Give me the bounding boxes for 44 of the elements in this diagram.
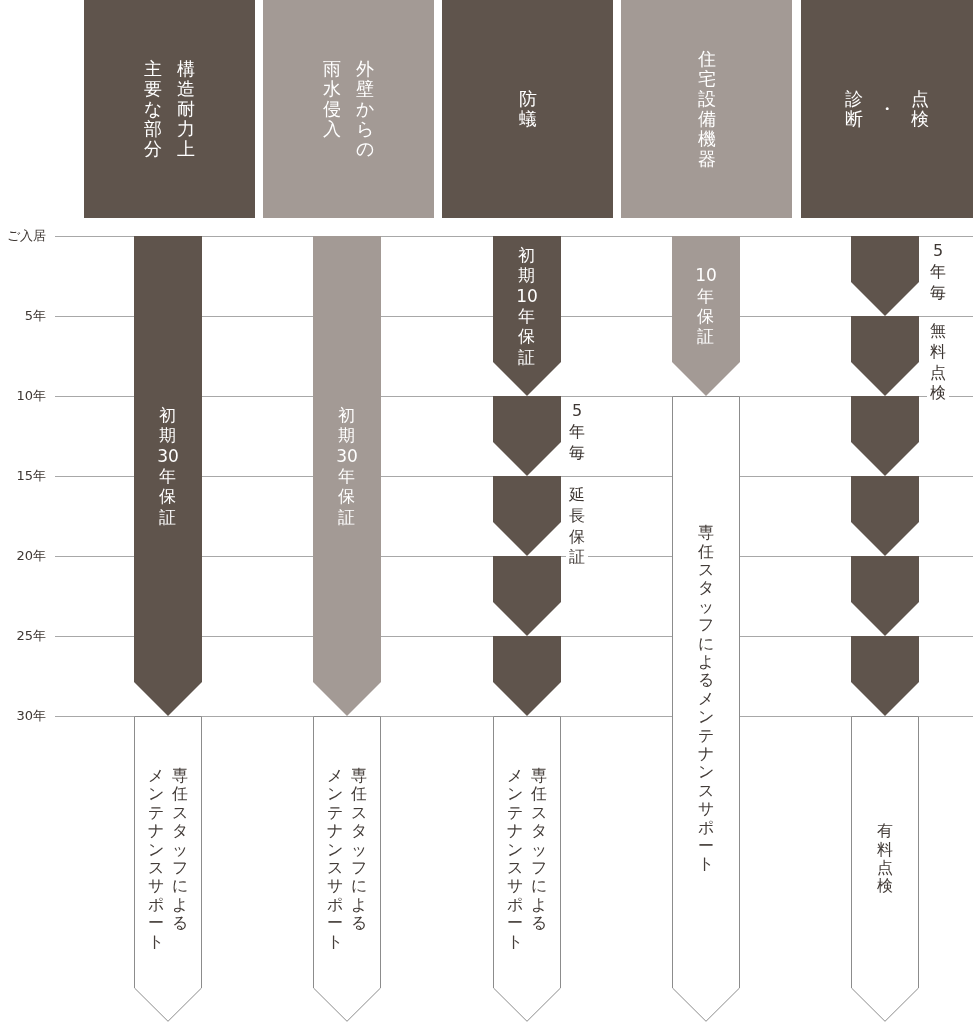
- category-header: [442, 0, 613, 218]
- category-header: [263, 0, 434, 218]
- arrow-band: [493, 236, 561, 396]
- arrow-label: 専任スタッフによるメンテナンスサポート: [148, 767, 188, 951]
- arrow-label: 専任スタッフによるメンテナンスサポート: [507, 767, 547, 951]
- arrow-label: 初期10年保証: [516, 244, 538, 368]
- outlined-arrow-band: [851, 716, 919, 1022]
- header-label: 外壁からの雨水侵入: [323, 58, 374, 160]
- outlined-arrow-band: [313, 716, 381, 1022]
- arrow-band: [313, 236, 381, 716]
- arrow-label: 専任スタッフによるメンテナンスサポート: [698, 524, 714, 874]
- arrow-band: [851, 636, 919, 716]
- header-label: 住宅設備機器: [697, 48, 716, 170]
- arrow-band: [134, 236, 202, 716]
- year-label: 5年: [23, 307, 46, 325]
- outlined-arrow-band: [493, 716, 561, 1022]
- year-label: ご入居: [6, 227, 46, 245]
- arrow-label: 10年保証: [695, 265, 717, 347]
- arrow-label: 専任スタッフによるメンテナンスサポート: [327, 767, 367, 951]
- arrow-band: [851, 556, 919, 636]
- arrow-band: [493, 476, 561, 556]
- year-label: 10年: [15, 387, 46, 405]
- arrow-band: [851, 236, 919, 316]
- header-label: 防蟻: [518, 88, 537, 130]
- outlined-arrow-band: [672, 396, 740, 1022]
- arrow-band: [851, 476, 919, 556]
- category-header: [801, 0, 973, 218]
- year-label: 15年: [15, 467, 46, 485]
- arrow-band: [493, 636, 561, 716]
- arrow-label: 初期30年保証: [157, 404, 179, 528]
- arrow-band: [851, 396, 919, 476]
- arrow-label: 有料点検: [877, 822, 893, 896]
- outlined-arrow-band: [134, 716, 202, 1022]
- category-header: [84, 0, 255, 218]
- year-label: 30年: [15, 707, 46, 725]
- arrow-band: [672, 236, 740, 396]
- year-label: 20年: [15, 547, 46, 565]
- arrow-band: [851, 316, 919, 396]
- arrow-band: [493, 556, 561, 636]
- arrow-label: 初期30年保証: [336, 404, 358, 528]
- arrow-band: [493, 396, 561, 476]
- header-label: 構造耐力上主要な部分: [144, 58, 195, 160]
- category-header: [621, 0, 792, 218]
- year-label: 25年: [15, 627, 46, 645]
